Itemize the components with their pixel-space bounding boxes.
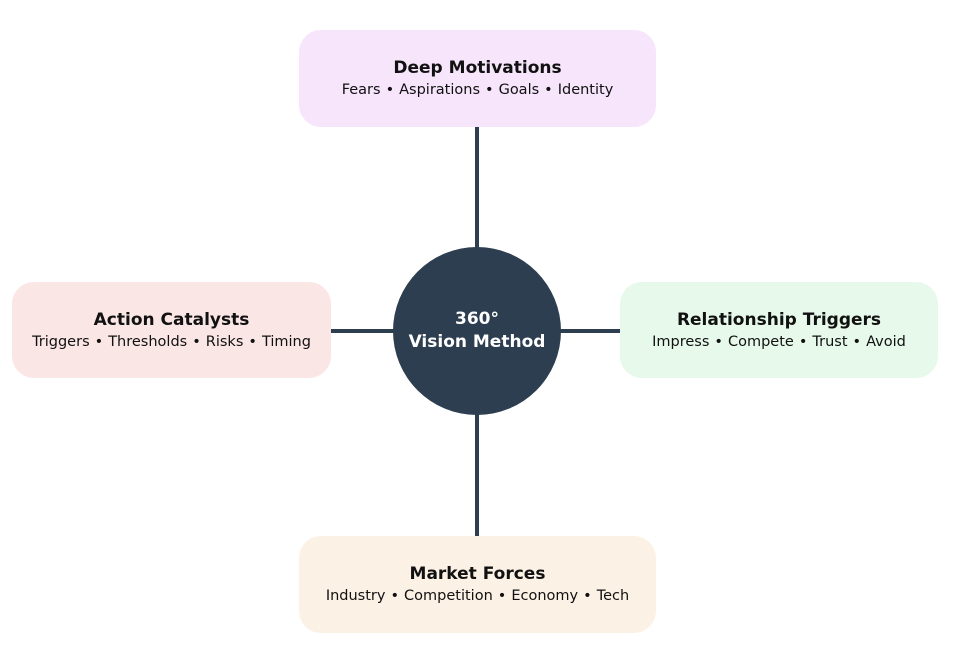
central-hub: 360° Vision Method xyxy=(393,247,561,415)
connector-left xyxy=(331,329,394,333)
node-item: Timing xyxy=(261,333,311,350)
bullet-separator: • xyxy=(485,82,494,98)
bullet-separator: • xyxy=(248,333,257,350)
node-item: Impress xyxy=(652,333,710,350)
node-item: Thresholds xyxy=(108,333,188,350)
node-items: Fears•Aspirations•Goals•Identity xyxy=(342,81,614,100)
bullet-separator: • xyxy=(94,333,104,350)
node-item: Competition xyxy=(404,588,493,604)
node-item: Economy xyxy=(511,588,579,604)
connector-right xyxy=(560,329,620,333)
node-item: Triggers xyxy=(32,333,90,350)
bullet-separator: • xyxy=(497,588,507,604)
node-item: Tech xyxy=(596,588,630,604)
bullet-separator: • xyxy=(714,333,723,350)
node-item: Compete xyxy=(727,333,794,350)
bullet-separator: • xyxy=(852,333,862,350)
bullet-separator: • xyxy=(798,333,808,350)
node-item: Goals xyxy=(498,82,540,98)
node-item: Trust xyxy=(812,333,848,350)
node-items: Impress•Compete•Trust•Avoid xyxy=(652,333,906,352)
node-title: Deep Motivations xyxy=(393,58,562,78)
node-market-forces: Market Forces Industry•Competition•Econo… xyxy=(299,536,656,633)
node-items: Industry•Competition•Economy•Tech xyxy=(326,587,629,606)
node-title: Action Catalysts xyxy=(93,309,250,330)
node-deep-motivations: Deep Motivations Fears•Aspirations•Goals… xyxy=(299,30,656,127)
bullet-separator: • xyxy=(544,82,553,98)
node-item: Aspirations xyxy=(399,82,481,98)
node-title: Relationship Triggers xyxy=(676,309,882,330)
connector-top xyxy=(475,127,479,248)
bullet-separator: • xyxy=(192,333,201,350)
node-items: Triggers•Thresholds•Risks•Timing xyxy=(32,333,311,352)
connector-bottom xyxy=(475,414,479,536)
hub-line-1: 360° xyxy=(455,309,499,329)
node-relationship-triggers: Relationship Triggers Impress•Compete•Tr… xyxy=(620,282,938,378)
node-item: Industry xyxy=(325,588,386,604)
node-action-catalysts: Action Catalysts Triggers•Thresholds•Ris… xyxy=(12,282,331,378)
bullet-separator: • xyxy=(583,588,592,604)
node-title: Market Forces xyxy=(409,564,546,584)
hub-line-2: Vision Method xyxy=(408,332,546,352)
bullet-separator: • xyxy=(390,588,400,604)
node-item: Identity xyxy=(557,82,614,98)
node-item: Fears xyxy=(341,82,381,98)
bullet-separator: • xyxy=(385,82,395,98)
node-item: Avoid xyxy=(866,333,906,350)
node-item: Risks xyxy=(205,333,244,350)
